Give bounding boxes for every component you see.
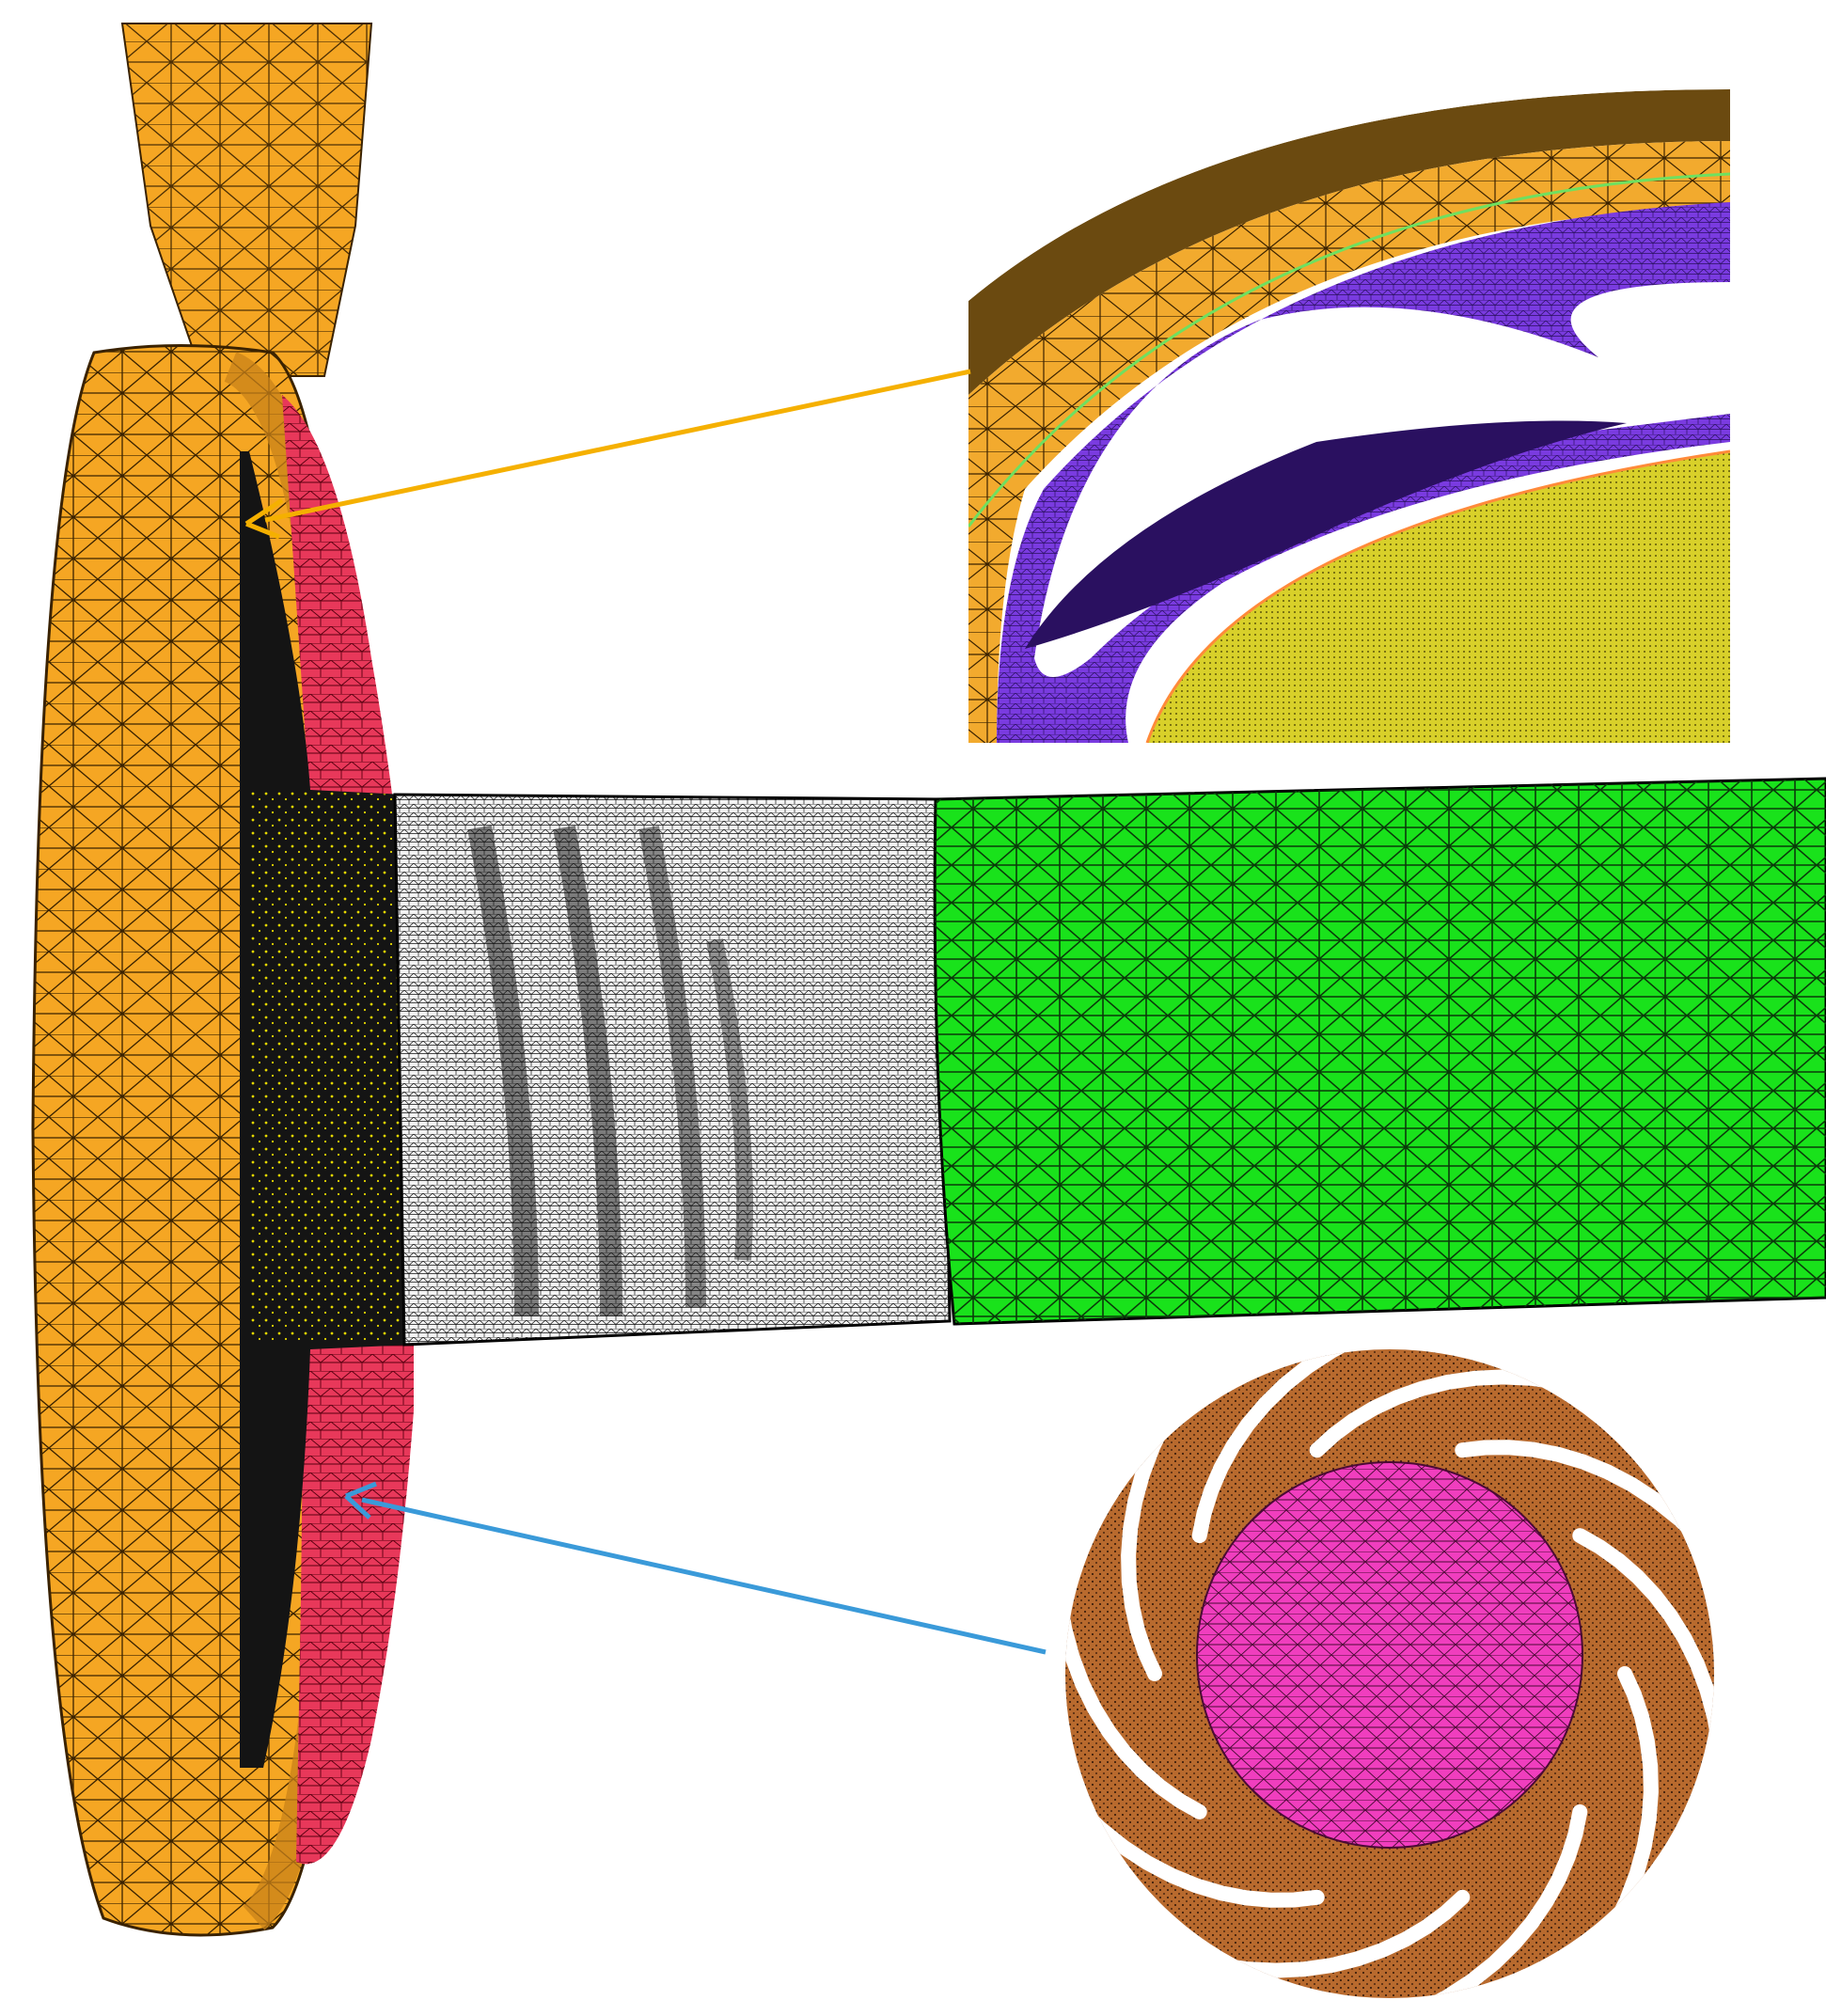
volute-impeller-closeup-inset <box>968 89 1730 743</box>
impeller-slot <box>1455 1440 1708 1548</box>
volute-outlet-pipe <box>120 23 373 377</box>
impeller-slot <box>1309 1369 1570 1458</box>
impeller-slot <box>1071 1800 1325 1908</box>
impeller-slot <box>1413 1803 1588 1998</box>
hub-seal-region <box>240 451 414 1768</box>
top-callout-arrow <box>244 369 971 540</box>
impeller-hub <box>1196 1461 1583 1849</box>
impeller-slot <box>1209 1889 1471 1978</box>
inlet-pipe-coarse-mesh <box>933 777 1826 1326</box>
impeller-slot <box>1065 1591 1207 1819</box>
impeller-slot <box>1572 1528 1714 1756</box>
impeller-slot <box>1605 1666 1659 1936</box>
impeller-slot <box>1191 1349 1366 1544</box>
impeller-blade-slots <box>1065 1349 1714 1998</box>
inlet-pipe-fine-mesh <box>393 793 952 1347</box>
impeller-face-view-inset <box>1065 1349 1714 1998</box>
impeller-slot <box>1121 1411 1174 1681</box>
bottom-callout-arrow <box>344 1481 1047 1655</box>
